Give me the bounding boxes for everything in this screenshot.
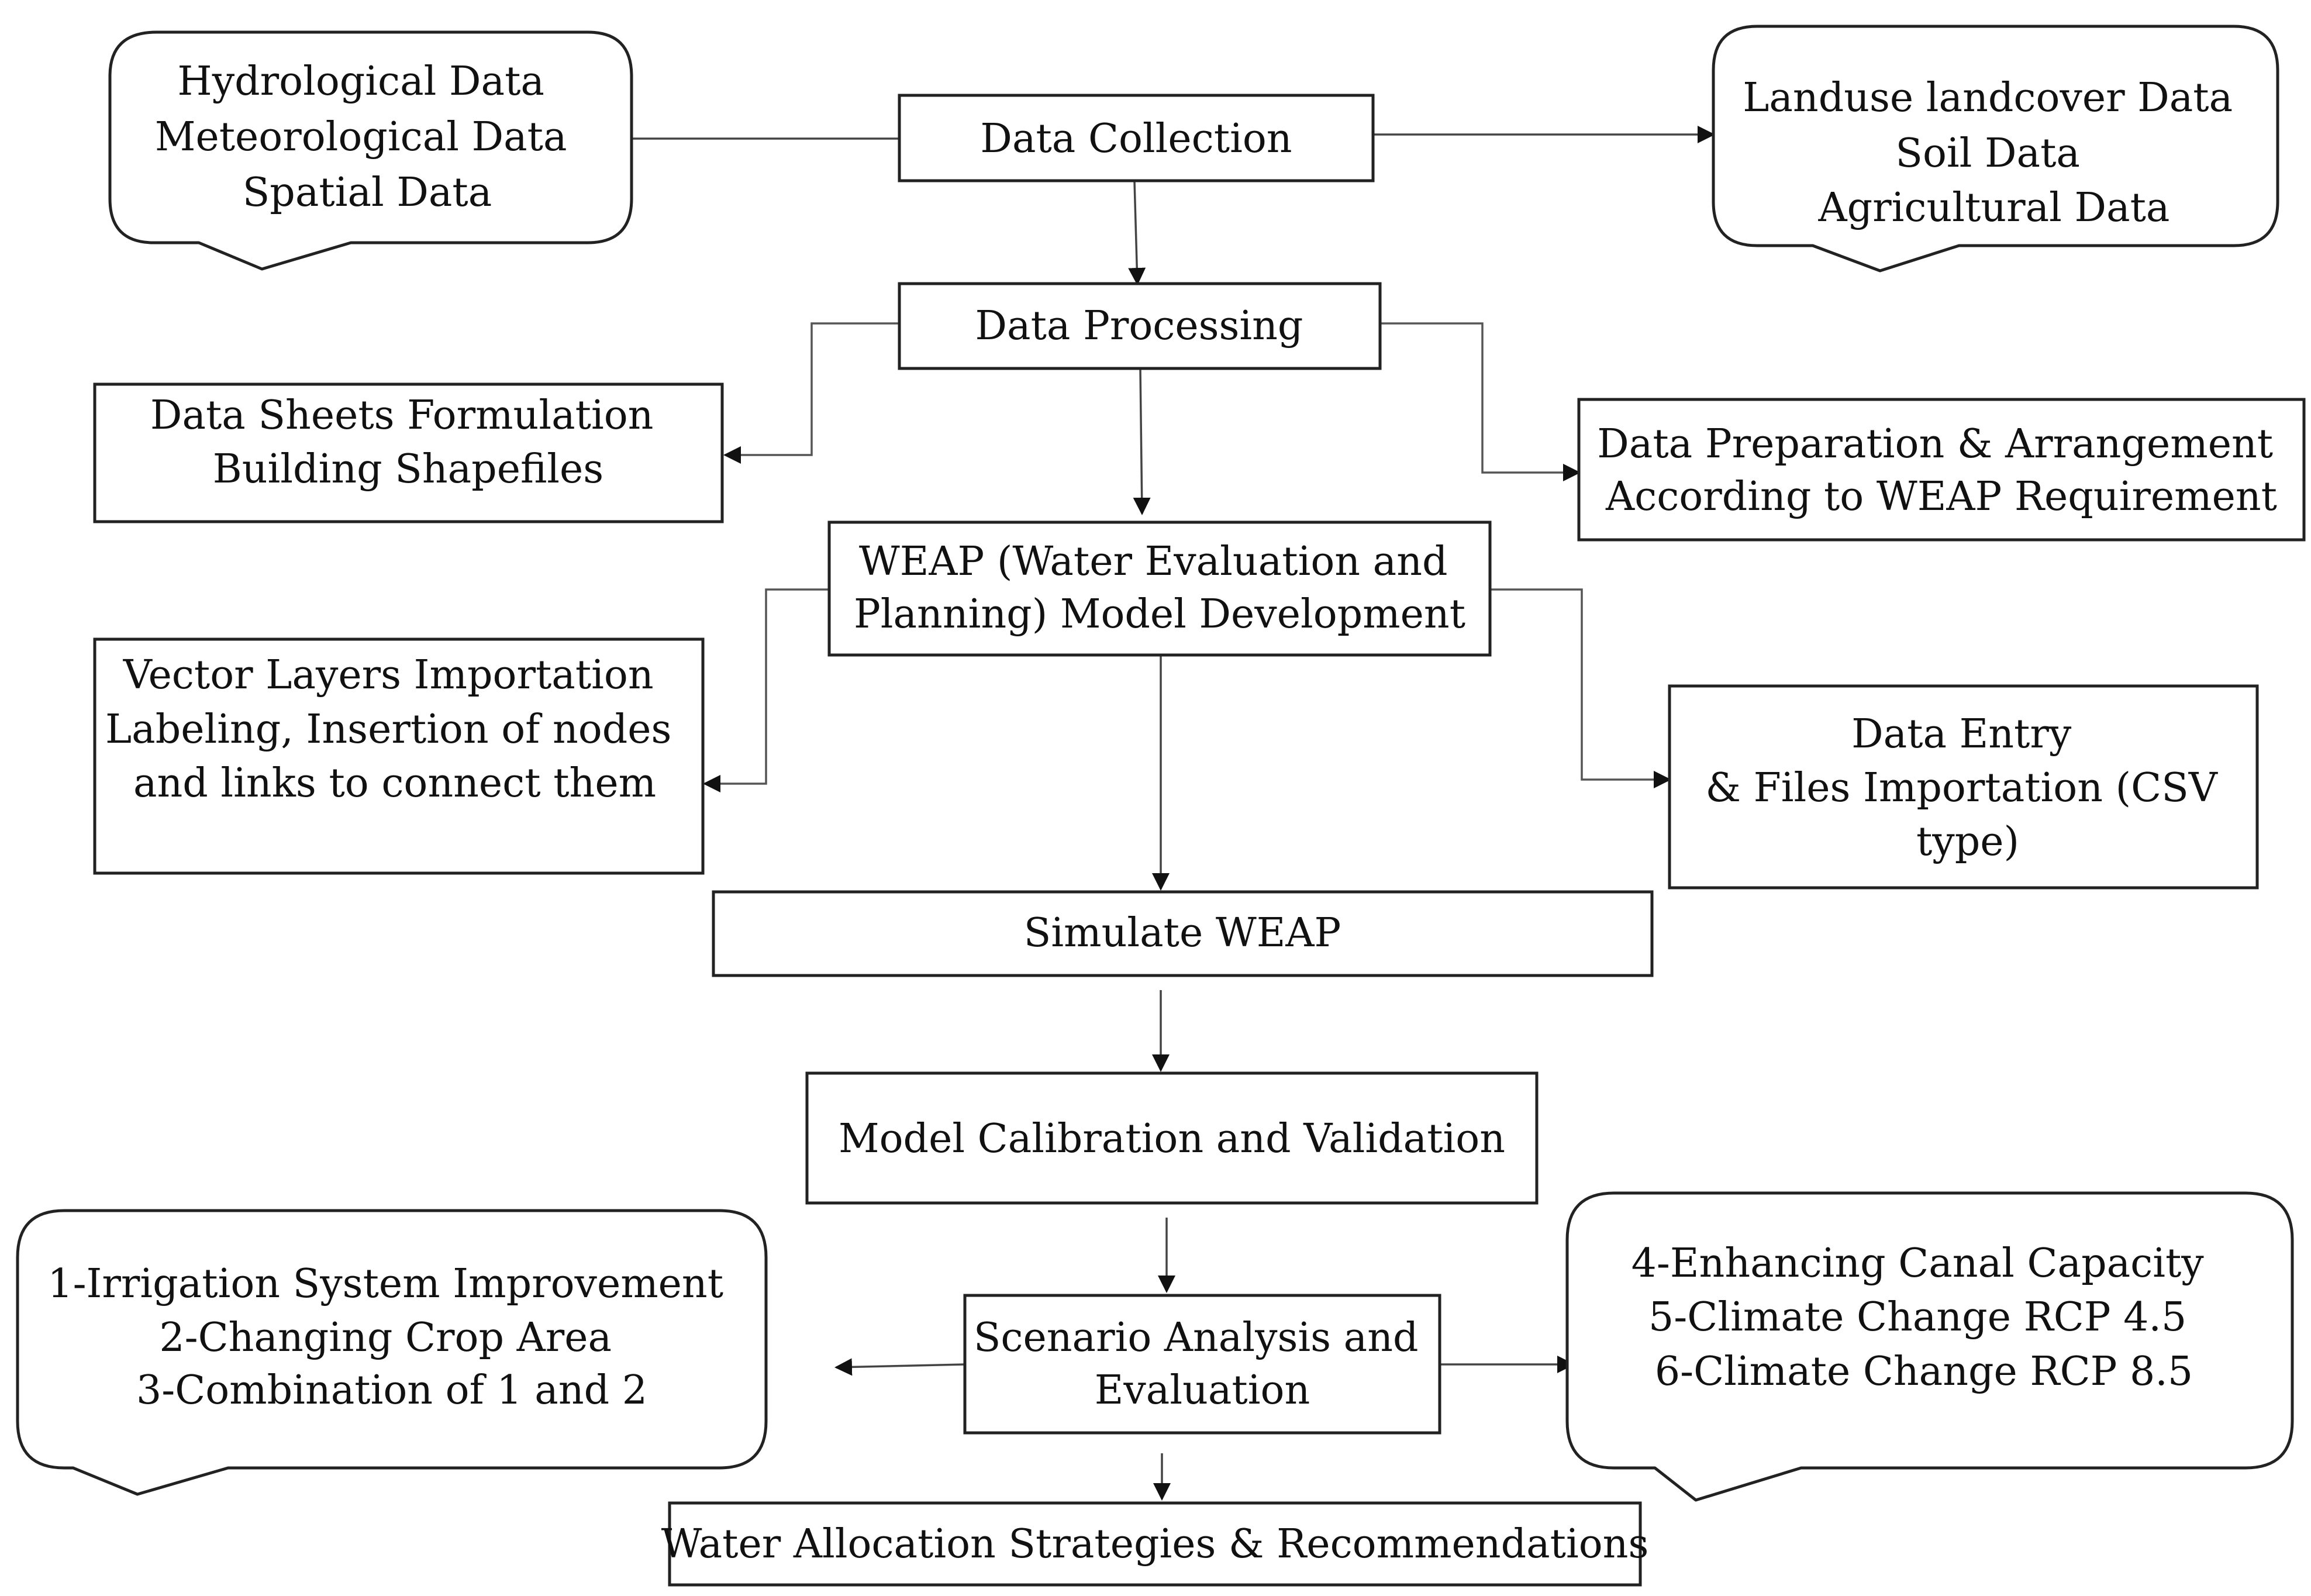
connector-processing-to-preparation bbox=[1380, 322, 1581, 481]
connector-weap-to-vector-layers bbox=[703, 588, 829, 792]
hydro-data-callout bbox=[108, 30, 633, 271]
vector-layers-text: Vector Layers Importation Labeling, Inse… bbox=[105, 652, 684, 806]
arrow-scenario-to-left bbox=[834, 1358, 965, 1376]
scenario-analysis-text: Scenario Analysis and Evaluation bbox=[974, 1315, 1431, 1414]
water-allocation-box bbox=[668, 1501, 1642, 1587]
data-collection-box bbox=[898, 94, 1375, 182]
scenarios-left-text: 1-Irrigation System Improvement 2-Changi… bbox=[47, 1261, 736, 1414]
data-entry-text: Data Entry & Files Importation (CSV type… bbox=[1705, 711, 2230, 865]
simulate-weap-label: Simulate WEAP bbox=[1024, 910, 1341, 956]
calibration-box bbox=[805, 1071, 1539, 1205]
data-processing-box bbox=[898, 282, 1382, 370]
vector-layers-box bbox=[93, 637, 705, 875]
scenario-analysis-box bbox=[963, 1294, 1441, 1435]
data-entry-box bbox=[1668, 684, 2259, 890]
datasheets-text: Data Sheets Formulation Building Shapefi… bbox=[150, 392, 666, 492]
data-processing-label: Data Processing bbox=[975, 303, 1303, 349]
connector-processing-to-datasheets bbox=[723, 322, 899, 464]
data-preparation-box bbox=[1577, 398, 2306, 542]
simulate-weap-box bbox=[712, 890, 1654, 977]
datasheets-box bbox=[93, 382, 724, 523]
scenarios-left-callout bbox=[16, 1209, 768, 1496]
scenarios-right-callout bbox=[1565, 1191, 2294, 1502]
hydro-data-text: Hydrological Data Meteorological Data Sp… bbox=[155, 58, 580, 216]
calibration-label: Model Calibration and Validation bbox=[839, 1116, 1505, 1162]
arrow-processing-to-weap bbox=[1133, 368, 1151, 515]
scenarios-right-text: 4-Enhancing Canal Capacity 5-Climate Cha… bbox=[1632, 1240, 2217, 1395]
water-allocation-label: Water Allocation Strategies & Recommenda… bbox=[661, 1521, 1649, 1567]
arrow-collection-to-processing bbox=[1128, 181, 1146, 285]
connector-weap-to-data-entry bbox=[1490, 588, 1671, 788]
data-preparation-text: Data Preparation & Arrangement According… bbox=[1597, 421, 2285, 520]
connectors bbox=[615, 126, 1715, 1501]
landuse-data-text: Landuse landcover Data Soil Data Agricul… bbox=[1743, 75, 2246, 231]
weap-development-text: WEAP (Water Evaluation and Planning) Mod… bbox=[854, 539, 1465, 637]
weap-development-box bbox=[827, 520, 1492, 657]
data-collection-label: Data Collection bbox=[980, 116, 1292, 162]
landuse-data-callout bbox=[1712, 25, 2279, 273]
